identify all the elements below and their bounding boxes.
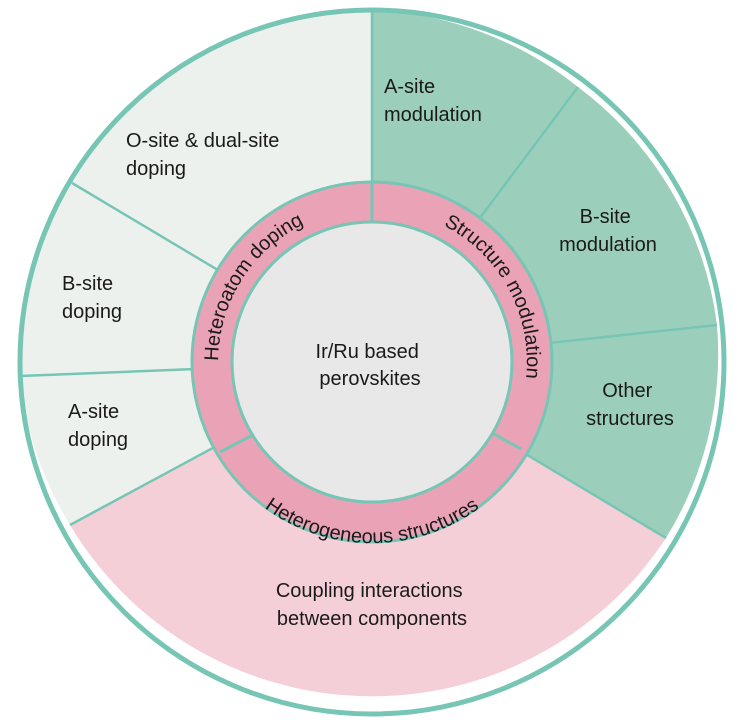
label-a-site-modulation: A-site modulation (384, 76, 482, 126)
label-other-structures: Other structures (586, 380, 674, 430)
label-a-site-doping: A-site doping (68, 401, 128, 451)
outer-border (17, 7, 727, 717)
center-circle (230, 220, 514, 504)
center-label: Ir/Ru based perovskites (316, 341, 425, 390)
label-o-site-doping: O-site & dual-site doping (126, 130, 285, 180)
label-b-site-doping: B-site doping (62, 273, 122, 323)
label-coupling-interactions: Coupling interactions between components (276, 580, 468, 630)
label-b-site-modulation: B-site modulation (559, 206, 657, 256)
